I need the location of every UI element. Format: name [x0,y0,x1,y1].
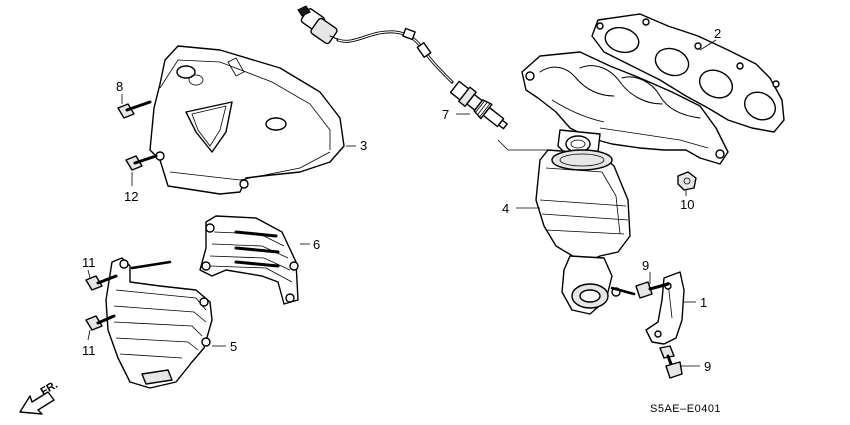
callout-6: 6 [313,237,320,252]
callout-1: 1 [700,295,707,310]
bolt-11-lower [85,314,116,331]
upper-heat-shield [149,45,345,195]
callout-7: 7 [442,107,449,122]
exhaust-manifold [521,51,729,165]
oxygen-sensor-connector [297,5,341,45]
catalytic-converter [535,149,636,315]
diagram-code: S5AE–E0401 [650,403,721,415]
leader-lines [87,39,717,367]
callout-10: 10 [680,197,694,212]
bolt-9-lower [659,345,683,379]
callout-11-lower: 11 [82,343,96,358]
callout-3: 3 [360,138,367,153]
callout-9-lower: 9 [704,359,711,374]
callout-12: 12 [124,189,138,204]
front-direction-label: FR. [39,379,60,398]
callout-11-upper: 11 [82,255,96,270]
front-direction-arrow-icon [19,391,55,415]
callout-9-upper: 9 [642,258,649,273]
middle-heat-shield [199,215,299,305]
bolt-9-upper [635,281,670,299]
nut-10 [677,171,697,191]
bolt-11-upper [85,274,118,291]
callout-8: 8 [116,79,123,94]
callout-4: 4 [502,201,509,216]
callout-5: 5 [230,339,237,354]
bolt-8 [117,100,152,119]
converter-bracket [645,271,685,345]
oxygen-sensor-wire [336,30,454,84]
bolt-12 [125,154,158,171]
lower-heat-shield [105,257,213,389]
oxygen-sensor [449,80,508,130]
manifold-gasket [591,13,785,133]
callout-2: 2 [714,26,721,41]
